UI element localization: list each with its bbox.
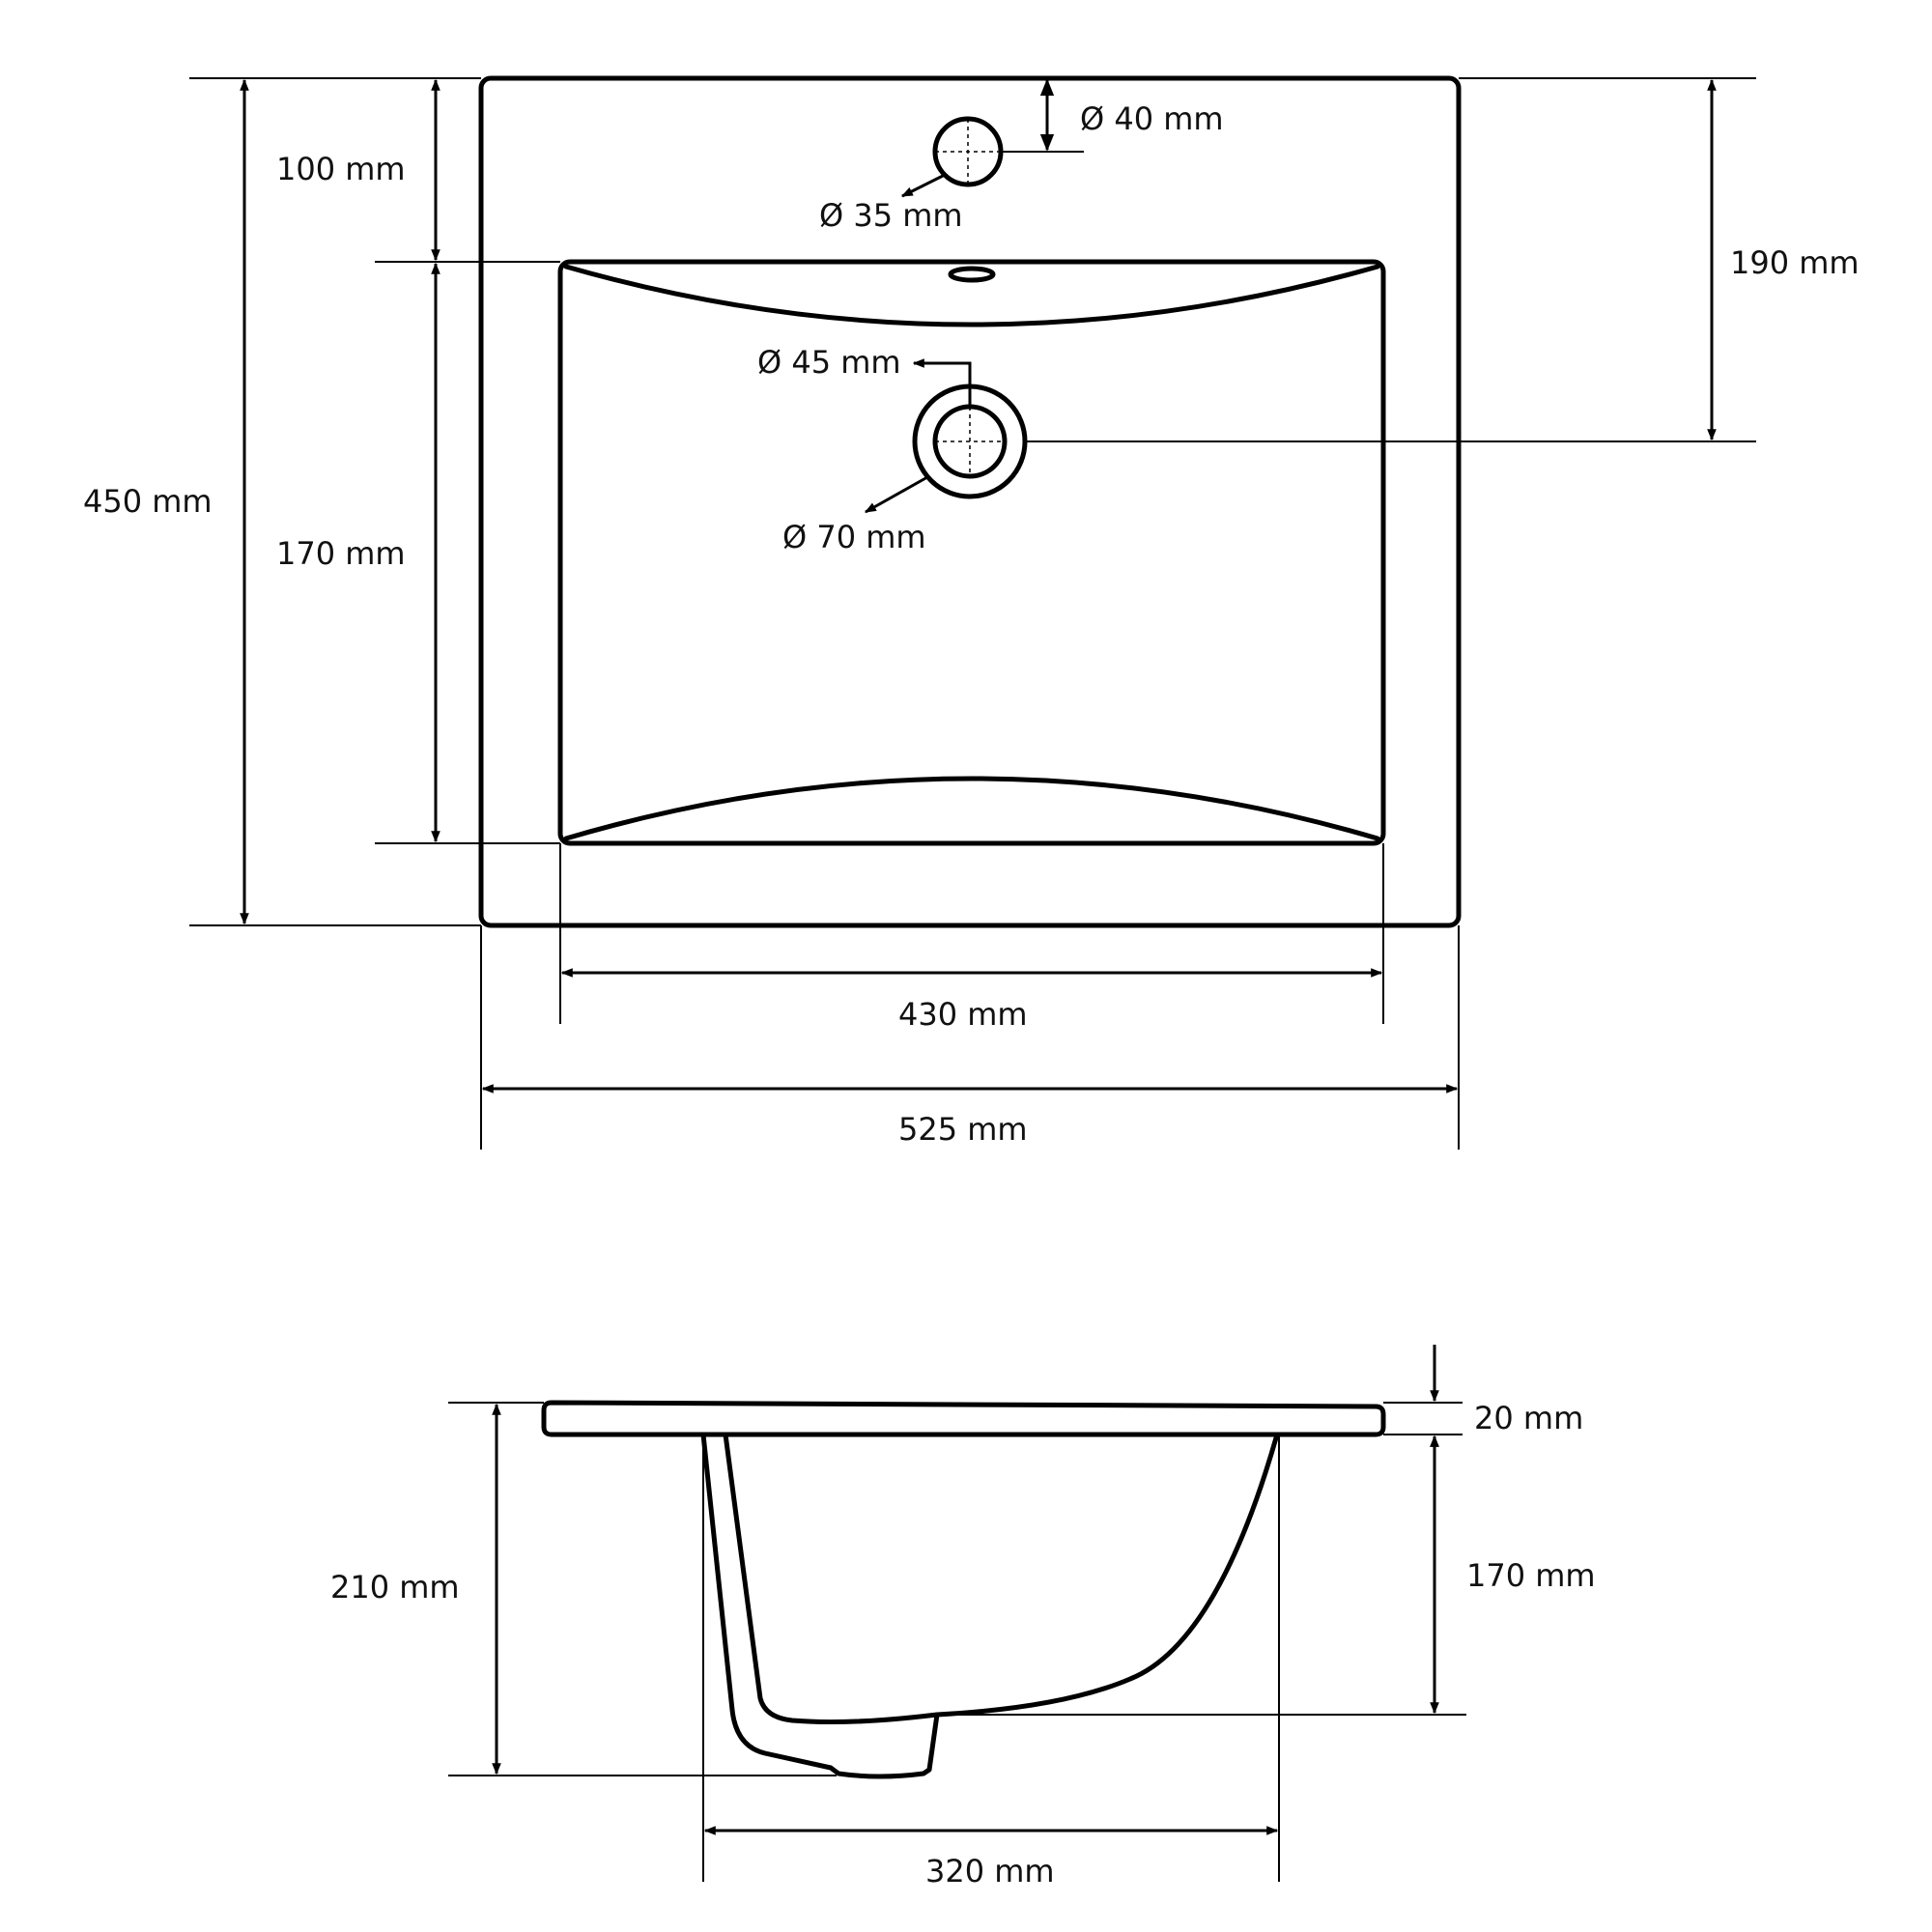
bowl-upper-curve bbox=[563, 264, 1380, 327]
sink-outer-outline bbox=[478, 75, 1462, 928]
bowl-profile bbox=[700, 1432, 1280, 1779]
leader-faucet-hole bbox=[900, 173, 946, 198]
label-drain-outer: Ø 70 mm bbox=[782, 519, 926, 555]
bowl-lower-curve bbox=[563, 776, 1380, 841]
bowl-inner-wall bbox=[723, 1432, 940, 1725]
label-drain-inner: Ø 45 mm bbox=[757, 344, 901, 381]
label-total-depth: 450 mm bbox=[83, 483, 213, 520]
label-total-height: 210 mm bbox=[330, 1569, 460, 1605]
label-faucet-offset: 190 mm bbox=[1730, 244, 1860, 281]
side-view: 20 mm 170 mm 210 mm 320 mm bbox=[330, 1345, 1596, 1889]
label-bowl-width: 430 mm bbox=[898, 996, 1028, 1033]
label-side-bowl-depth: 170 mm bbox=[1466, 1557, 1596, 1594]
label-top-margin: 100 mm bbox=[276, 151, 406, 187]
label-bowl-length: 320 mm bbox=[925, 1853, 1055, 1889]
top-view: 450 mm 100 mm 170 mm 190 mm Ø 40 mm Ø 35… bbox=[83, 75, 1860, 1150]
label-faucet-hole: Ø 35 mm bbox=[819, 197, 963, 234]
bowl-outline bbox=[557, 259, 1386, 846]
overflow-slot bbox=[948, 266, 996, 283]
label-bowl-depth: 170 mm bbox=[276, 535, 406, 572]
leader-drain-inner bbox=[912, 358, 972, 407]
label-faucet-hole-offset: Ø 40 mm bbox=[1080, 100, 1224, 137]
label-total-width: 525 mm bbox=[898, 1111, 1028, 1148]
leader-drain-outer bbox=[864, 475, 928, 514]
label-rim-thickness: 20 mm bbox=[1474, 1400, 1583, 1436]
rim-profile bbox=[541, 1400, 1386, 1437]
